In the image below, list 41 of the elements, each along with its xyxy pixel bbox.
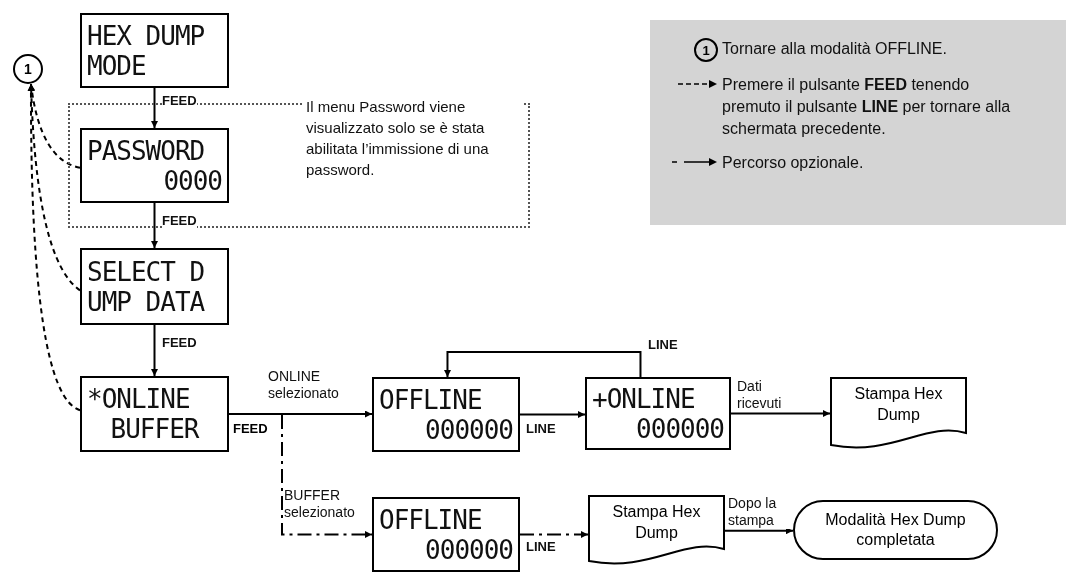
lcd-text: SELECT D: [87, 256, 206, 287]
button-label: FEED: [233, 421, 268, 436]
legend-text: Percorso opzionale.: [722, 153, 865, 173]
lcd-text: PASSWORD: [87, 135, 206, 166]
edge-label: Dopo la stampa: [728, 495, 792, 529]
arrow: [519, 531, 589, 538]
lcd-screen: [80, 128, 229, 203]
arrow: [519, 411, 586, 418]
numbered-circle: 1: [13, 54, 43, 84]
terminal-shape: Modalità Hex Dump completata: [793, 500, 998, 560]
lcd-text: +ONLINE: [592, 383, 696, 414]
legend-text: Tornare alla modalità OFFLINE.: [722, 39, 948, 59]
document-text: Stampa Hex Dump: [853, 384, 944, 425]
lcd-screen: [80, 376, 229, 452]
lcd-text: UMP DATA: [87, 286, 206, 317]
arrow: [151, 202, 158, 249]
lcd-screen: [585, 377, 731, 450]
arrow: [27, 83, 81, 412]
lcd-text: 000000: [424, 534, 513, 565]
lcd-screen: [80, 13, 229, 88]
lcd-text: MODE: [87, 50, 147, 81]
arrow: [228, 413, 373, 538]
lcd-text: *ONLINE: [87, 384, 191, 414]
document-text: Stampa Hex Dump: [611, 502, 702, 543]
lcd-screen: [80, 248, 229, 325]
arrow: [151, 87, 158, 129]
legend-text: Premere il pulsante FEED tenendo premuto il pulsante LINE per tornare alla schermata precedente.: [722, 75, 1012, 139]
lcd-screen: [372, 377, 520, 452]
lcd-text: 000000: [424, 414, 513, 445]
arrow: [444, 351, 642, 378]
lcd-text: HEX DUMP: [87, 20, 206, 51]
lcd-text: OFFLINE: [379, 384, 483, 415]
lcd-screen: [372, 497, 520, 572]
lcd-text: BUFFER: [109, 414, 200, 444]
lcd-text: 000000: [635, 413, 724, 444]
lcd-text: OFFLINE: [379, 504, 483, 535]
arrow: [724, 527, 794, 535]
arrow: [730, 410, 831, 417]
arrow: [151, 324, 158, 377]
numbered-circle-icon: 1: [694, 38, 718, 62]
lcd-text: 0000: [162, 165, 222, 196]
